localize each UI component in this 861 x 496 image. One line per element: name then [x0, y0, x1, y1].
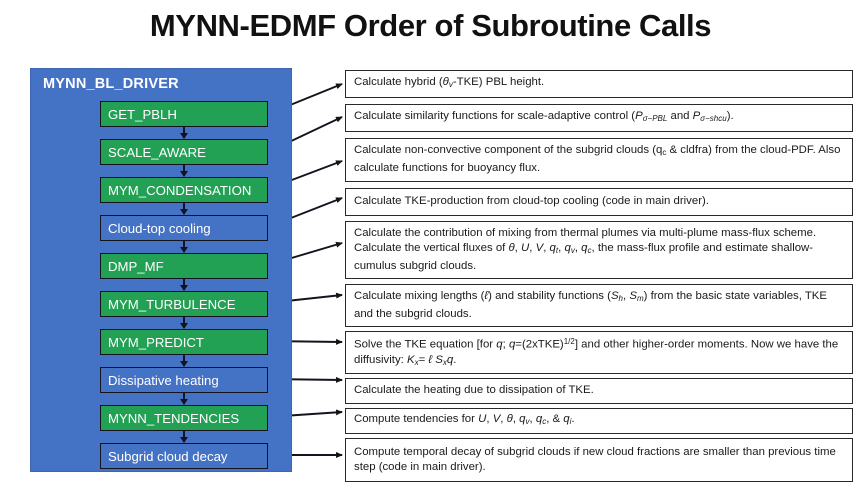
step-connector-3 — [180, 203, 188, 215]
desc-box-subgrid-cloud-decay: Compute temporal decay of subgrid clouds… — [345, 438, 853, 482]
desc-text: Calculate TKE-production from cloud-top … — [354, 195, 709, 208]
step-box-cloud-top-cooling[interactable]: Cloud-top cooling — [100, 215, 268, 241]
desc-text: Calculate similarity functions for scale… — [354, 110, 734, 124]
step-box-mym-condensation[interactable]: MYM_CONDENSATION — [100, 177, 268, 203]
desc-text: Calculate non-convective component of th… — [354, 144, 841, 175]
desc-box-get-pblh: Calculate hybrid (θv-TKE) PBL height. — [345, 70, 853, 98]
step-label: GET_PBLH — [108, 106, 177, 122]
step-box-dissipative-heating[interactable]: Dissipative heating — [100, 367, 268, 393]
step-label: MYM_CONDENSATION — [108, 182, 252, 198]
desc-box-cloud-top-cooling: Calculate TKE-production from cloud-top … — [345, 188, 853, 216]
step-connector-8 — [180, 393, 188, 405]
driver-label: MYNN_BL_DRIVER — [43, 76, 179, 92]
step-connector-9 — [180, 431, 188, 443]
desc-text: Calculate the heating due to dissipation… — [354, 384, 594, 397]
desc-box-dmp-mf: Calculate the contribution of mixing fro… — [345, 221, 853, 279]
desc-text: Compute temporal decay of subgrid clouds… — [354, 445, 836, 474]
step-box-mym-predict[interactable]: MYM_PREDICT — [100, 329, 268, 355]
step-connector-6 — [180, 317, 188, 329]
step-label: Cloud-top cooling — [108, 220, 211, 236]
desc-text: Calculate the contribution of mixing fro… — [354, 226, 817, 272]
step-label: MYM_TURBULENCE — [108, 296, 236, 312]
desc-text: Calculate hybrid (θv-TKE) PBL height. — [354, 76, 545, 90]
desc-box-mym-predict: Solve the TKE equation [for q; q=(2xTKE)… — [345, 331, 853, 374]
step-label: Dissipative heating — [108, 372, 219, 388]
step-label: MYNN_TENDENCIES — [108, 410, 240, 426]
desc-text: Calculate mixing lengths (ℓ) and stabili… — [354, 289, 828, 320]
desc-box-mym-turbulence: Calculate mixing lengths (ℓ) and stabili… — [345, 284, 853, 327]
step-label: DMP_MF — [108, 258, 164, 274]
step-connector-5 — [180, 279, 188, 291]
step-box-get-pblh[interactable]: GET_PBLH — [100, 101, 268, 127]
desc-text: Solve the TKE equation [for q; q=(2xTKE)… — [354, 337, 839, 368]
step-connector-1 — [180, 127, 188, 139]
step-connector-2 — [180, 165, 188, 177]
step-label: MYM_PREDICT — [108, 334, 204, 350]
step-box-scale-aware[interactable]: SCALE_AWARE — [100, 139, 268, 165]
step-box-mym-turbulence[interactable]: MYM_TURBULENCE — [100, 291, 268, 317]
desc-box-mym-condensation: Calculate non-convective component of th… — [345, 138, 853, 182]
step-box-mynn-tendencies[interactable]: MYNN_TENDENCIES — [100, 405, 268, 431]
step-box-dmp-mf[interactable]: DMP_MF — [100, 253, 268, 279]
desc-box-scale-aware: Calculate similarity functions for scale… — [345, 104, 853, 132]
page-title: MYNN-EDMF Order of Subroutine Calls — [149, 8, 712, 43]
step-label: Subgrid cloud decay — [108, 448, 228, 464]
step-connector-7 — [180, 355, 188, 367]
step-connector-4 — [180, 241, 188, 253]
step-label: SCALE_AWARE — [108, 144, 206, 160]
step-box-subgrid-cloud-decay[interactable]: Subgrid cloud decay — [100, 443, 268, 469]
desc-text: Compute tendencies for U, V, θ, qv, qc, … — [354, 413, 575, 427]
desc-box-mynn-tendencies: Compute tendencies for U, V, θ, qv, qc, … — [345, 408, 853, 434]
desc-box-dissipative-heating: Calculate the heating due to dissipation… — [345, 378, 853, 404]
